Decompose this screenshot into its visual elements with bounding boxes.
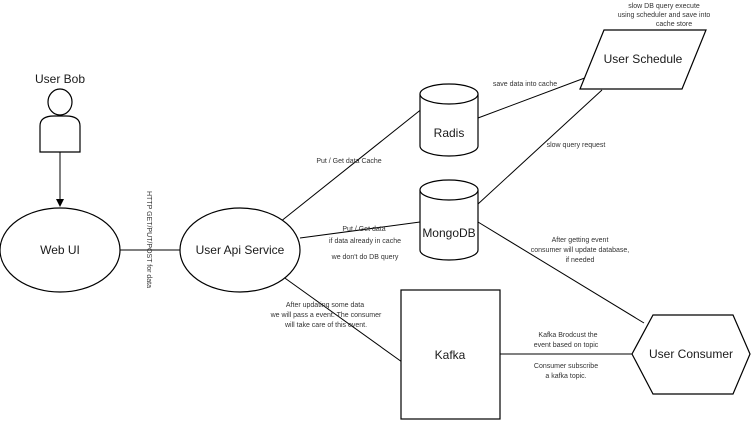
mongodb-node: MongoDB — [419, 179, 479, 261]
user-icon — [47, 88, 73, 116]
schedule-note-2: using scheduler and save into — [618, 12, 711, 19]
kafka-event-edge-label-1: After updating some data — [286, 302, 364, 309]
consumer-subscribe-edge-label-2: a kafka topic. — [545, 373, 586, 380]
cache-edge-label: Put / Get data Cache — [316, 158, 381, 165]
edge-api-radis — [279, 107, 424, 223]
user-consumer-node: User Consumer — [631, 314, 751, 395]
edge-radis-schedule — [477, 75, 591, 119]
kafka-broadcast-edge-label-1: Kafka Brodcust the — [538, 332, 597, 339]
edge-mongodb-consumer — [477, 221, 645, 324]
radis-label: Radis — [434, 126, 465, 140]
consumer-update-edge-label-1: After getting event — [552, 237, 609, 244]
kafka-event-edge-label-2: we will pass a event. The consumer — [270, 312, 382, 319]
db-edge-label-2: if data already in cache — [329, 238, 401, 245]
db-edge-label-3: we don't do DB query — [331, 254, 399, 261]
schedule-note-3: cache store — [656, 21, 692, 28]
kafka-event-edge-label-3: will take care of this event. — [284, 322, 367, 329]
user-api-service-label: User Api Service — [196, 243, 285, 257]
consumer-update-edge-label-2: consumer will update database, — [531, 247, 630, 254]
mongodb-label: MongoDB — [422, 226, 475, 240]
web-ui-node: Web UI — [0, 207, 121, 293]
user-bob-label: User Bob — [35, 72, 85, 86]
radis-node: Radis — [419, 83, 479, 157]
http-edge-label: HTTP GET/PUT/POST for data — [145, 191, 152, 288]
edge-api-kafka — [281, 275, 403, 363]
db-edge-label-1: Put / Get data — [342, 226, 385, 233]
consumer-update-edge-label-3: if needed — [566, 257, 595, 264]
schedule-note-1: slow DB query execute — [628, 3, 700, 10]
kafka-label: Kafka — [435, 348, 466, 362]
edge-mongodb-schedule — [477, 89, 603, 205]
user-body-shape — [39, 115, 81, 153]
save-cache-edge-label: save data into cache — [493, 81, 557, 88]
user-bob-actor: User Bob — [35, 72, 85, 153]
user-schedule-node: User Schedule — [579, 29, 707, 90]
consumer-subscribe-edge-label-1: Consumer subscribe — [534, 363, 598, 370]
web-ui-label: Web UI — [40, 243, 80, 257]
kafka-node: Kafka — [400, 289, 501, 420]
slow-query-edge-label: slow query request — [547, 142, 606, 149]
edge-api-mongodb — [299, 221, 421, 239]
user-consumer-label: User Consumer — [649, 347, 733, 361]
kafka-broadcast-edge-label-2: event based on topic — [534, 342, 599, 349]
user-schedule-label: User Schedule — [604, 52, 683, 66]
user-api-service-node: User Api Service — [179, 207, 301, 293]
